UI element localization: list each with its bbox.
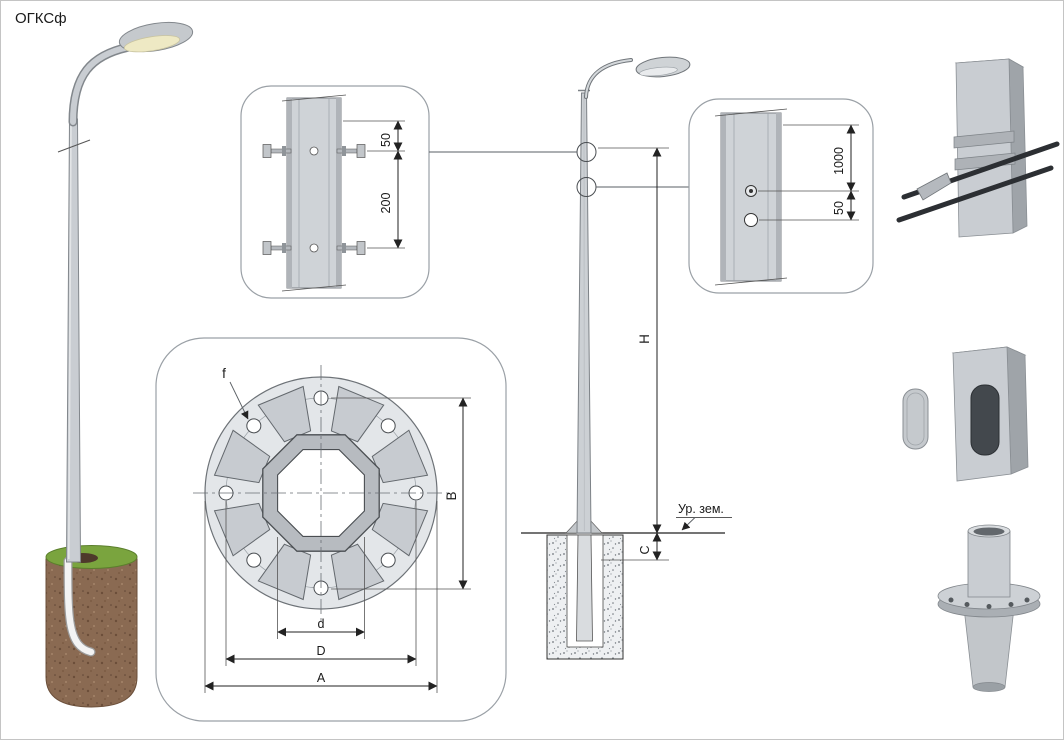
band-clamp bbox=[954, 152, 1016, 171]
dim-d-label: d bbox=[318, 617, 325, 631]
band-clamp bbox=[953, 130, 1015, 149]
break-mark bbox=[57, 139, 91, 153]
base-cylinder bbox=[967, 530, 1011, 598]
bolt-hole bbox=[309, 243, 319, 253]
foundation-body bbox=[45, 558, 138, 708]
flange-hole bbox=[1008, 602, 1014, 607]
dim-200-label: 200 bbox=[379, 193, 393, 214]
base-flare-left bbox=[565, 519, 579, 534]
dim-50-cable-label: 50 bbox=[832, 201, 846, 215]
pole-top-clamp-render bbox=[896, 58, 1060, 238]
post-front-face bbox=[955, 58, 1014, 238]
hole-dia-label: f bbox=[222, 366, 226, 381]
dim-A-label: A bbox=[317, 671, 326, 685]
flange-hole bbox=[1024, 597, 1030, 603]
base-flare-right bbox=[589, 519, 603, 534]
dim-C-label: C bbox=[638, 545, 652, 554]
arm-3d bbox=[70, 44, 132, 125]
cut-mark bbox=[281, 94, 347, 102]
page-title: ОГКСф bbox=[15, 10, 67, 27]
embedded-pole bbox=[576, 534, 593, 642]
flange-plan-detail: f B d D A bbox=[155, 337, 507, 722]
foundation-3d bbox=[45, 545, 138, 708]
pole-edge bbox=[336, 98, 341, 288]
wedge-clamp bbox=[916, 172, 952, 201]
dim-H-label: H bbox=[637, 334, 652, 344]
pole-section bbox=[286, 97, 342, 289]
door-opening bbox=[970, 384, 1000, 456]
octagon-tube-inner bbox=[277, 449, 365, 537]
door-cover bbox=[902, 388, 929, 450]
arm-elevation-fill bbox=[585, 59, 632, 98]
pole-edge bbox=[721, 113, 726, 281]
gussets bbox=[200, 372, 442, 614]
flange-hole bbox=[948, 597, 954, 603]
conduit-pipe bbox=[64, 557, 95, 656]
skirt-bottom bbox=[972, 682, 1006, 692]
cylinder-bore bbox=[973, 527, 1005, 536]
luminaire-3d bbox=[118, 21, 194, 53]
bolt-hole bbox=[309, 146, 319, 156]
cable-hole bbox=[744, 213, 758, 227]
cut-mark bbox=[714, 108, 788, 117]
stay-rod bbox=[896, 165, 1054, 223]
dim-B-label: B bbox=[444, 491, 459, 500]
pole-elevation: H C Ур. зем. bbox=[429, 56, 732, 660]
flange-hole bbox=[964, 602, 970, 607]
f-leader bbox=[229, 381, 249, 420]
dim-1000-label: 1000 bbox=[832, 147, 846, 175]
earth-bolt-center bbox=[749, 189, 753, 193]
pole-edge bbox=[776, 113, 781, 281]
cable-entry-detail: 1000 50 bbox=[688, 98, 874, 294]
access-door-render bbox=[902, 346, 1029, 482]
ground-leader bbox=[681, 517, 696, 531]
flange-base-render bbox=[937, 524, 1041, 692]
cut-mark bbox=[714, 277, 788, 286]
ground-level-label: Ур. зем. bbox=[678, 502, 724, 516]
door-cover-inner bbox=[906, 392, 925, 446]
clamp-bolt bbox=[262, 144, 292, 158]
cut-mark bbox=[281, 284, 347, 292]
pole-highlight bbox=[68, 121, 72, 560]
pole-edge bbox=[287, 98, 292, 288]
luminaire-elevation bbox=[635, 56, 691, 78]
top-mount-detail: 50 200 bbox=[240, 85, 430, 299]
flange-hole bbox=[986, 604, 992, 609]
dim-50-label: 50 bbox=[379, 133, 393, 147]
dim-D-label: D bbox=[316, 644, 325, 658]
pole-3d-render bbox=[45, 21, 194, 708]
